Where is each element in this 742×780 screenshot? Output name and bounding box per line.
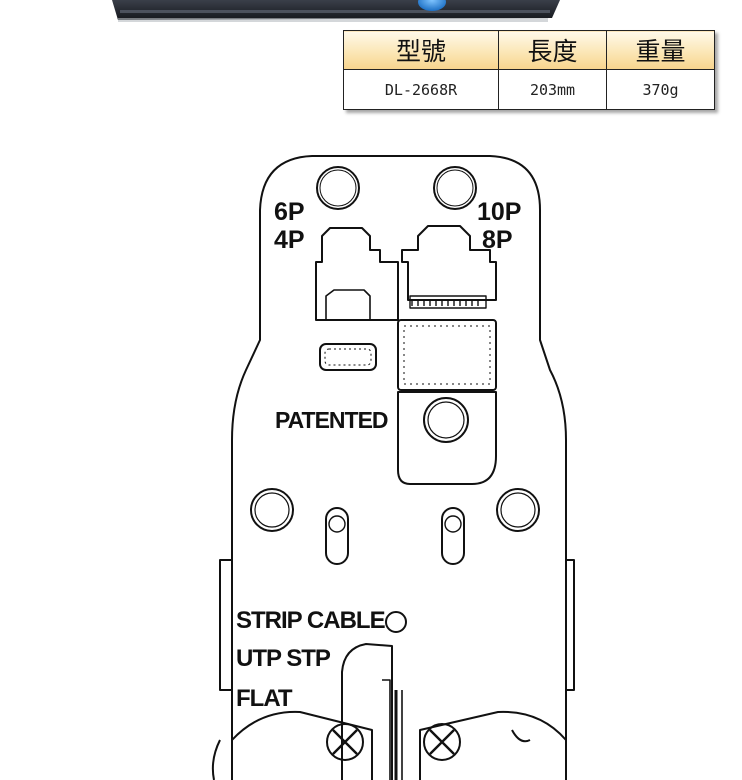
right-screw <box>423 723 461 761</box>
mid-left-hole <box>250 488 294 532</box>
small-slot <box>319 343 377 371</box>
label-patented: PATENTED <box>275 407 388 433</box>
cavity-6p-4p <box>315 227 399 321</box>
right-spring-slot <box>441 507 465 565</box>
label-8p: 8P <box>482 226 513 254</box>
strip-cable-hole <box>385 611 407 633</box>
left-spring-slot <box>325 507 349 565</box>
mid-right-hole-inner <box>500 492 536 528</box>
right-jaw <box>419 710 567 780</box>
label-flat: FLAT <box>236 685 293 712</box>
tool-head-outline <box>231 155 567 780</box>
header-model: 型號 <box>342 30 500 70</box>
ratchet-block <box>397 319 497 391</box>
blade-guide <box>382 679 391 780</box>
left-screw-slot <box>332 729 358 755</box>
tool-edge-highlight <box>120 10 550 13</box>
cavity-10p-8p <box>401 225 497 301</box>
spec-table-header-row: 型號 長度 重量 <box>342 30 715 70</box>
right-outer-lobe <box>511 729 531 743</box>
blade-housing <box>341 643 393 780</box>
tool-shadow <box>118 18 548 22</box>
label-strip-cable: STRIP CABLE <box>236 607 386 634</box>
blue-lock-button <box>418 0 446 11</box>
cell-weight: 370g <box>606 69 715 110</box>
pivot-hole <box>423 397 469 443</box>
right-screw-slot <box>429 729 455 755</box>
top-right-hole-inner <box>436 169 474 207</box>
product-photo-strip <box>112 0 560 22</box>
pivot-hole-inner <box>427 401 465 439</box>
left-outer-lobe <box>211 739 221 780</box>
mid-right-hole <box>496 488 540 532</box>
spec-table: 型號 長度 重量 DL-2668R 203mm 370g <box>342 30 715 110</box>
cavity-6p-4p-insert <box>325 289 371 320</box>
label-4p: 4P <box>274 226 305 254</box>
left-spring-pin <box>328 515 346 533</box>
cell-length: 203mm <box>498 69 607 110</box>
tool-line-drawing: 6P 4P 10P 8P PATENTED STRIP CABLE UTP ST… <box>211 155 575 780</box>
header-length: 長度 <box>498 30 607 70</box>
right-side-plate <box>566 559 575 691</box>
label-6p: 6P <box>274 198 305 226</box>
label-10p: 10P <box>477 198 521 226</box>
mid-left-hole-inner <box>254 492 290 528</box>
small-slot-inner <box>324 348 372 366</box>
cell-model: DL-2668R <box>342 69 500 110</box>
top-left-hole <box>316 166 360 210</box>
top-left-hole-inner <box>319 169 357 207</box>
left-screw <box>326 723 364 761</box>
right-spring-pin <box>444 515 462 533</box>
pivot-plate <box>397 391 497 485</box>
ratchet-block-inner <box>403 325 491 385</box>
cavity-10p-8p-teeth <box>411 300 479 306</box>
left-side-plate <box>219 559 232 691</box>
top-right-hole <box>433 166 477 210</box>
label-utp-stp: UTP STP <box>236 645 331 672</box>
left-jaw <box>231 710 373 780</box>
header-weight: 重量 <box>606 30 715 70</box>
cavity-10p-8p-rail <box>409 295 487 309</box>
table-row: DL-2668R 203mm 370g <box>342 69 715 110</box>
